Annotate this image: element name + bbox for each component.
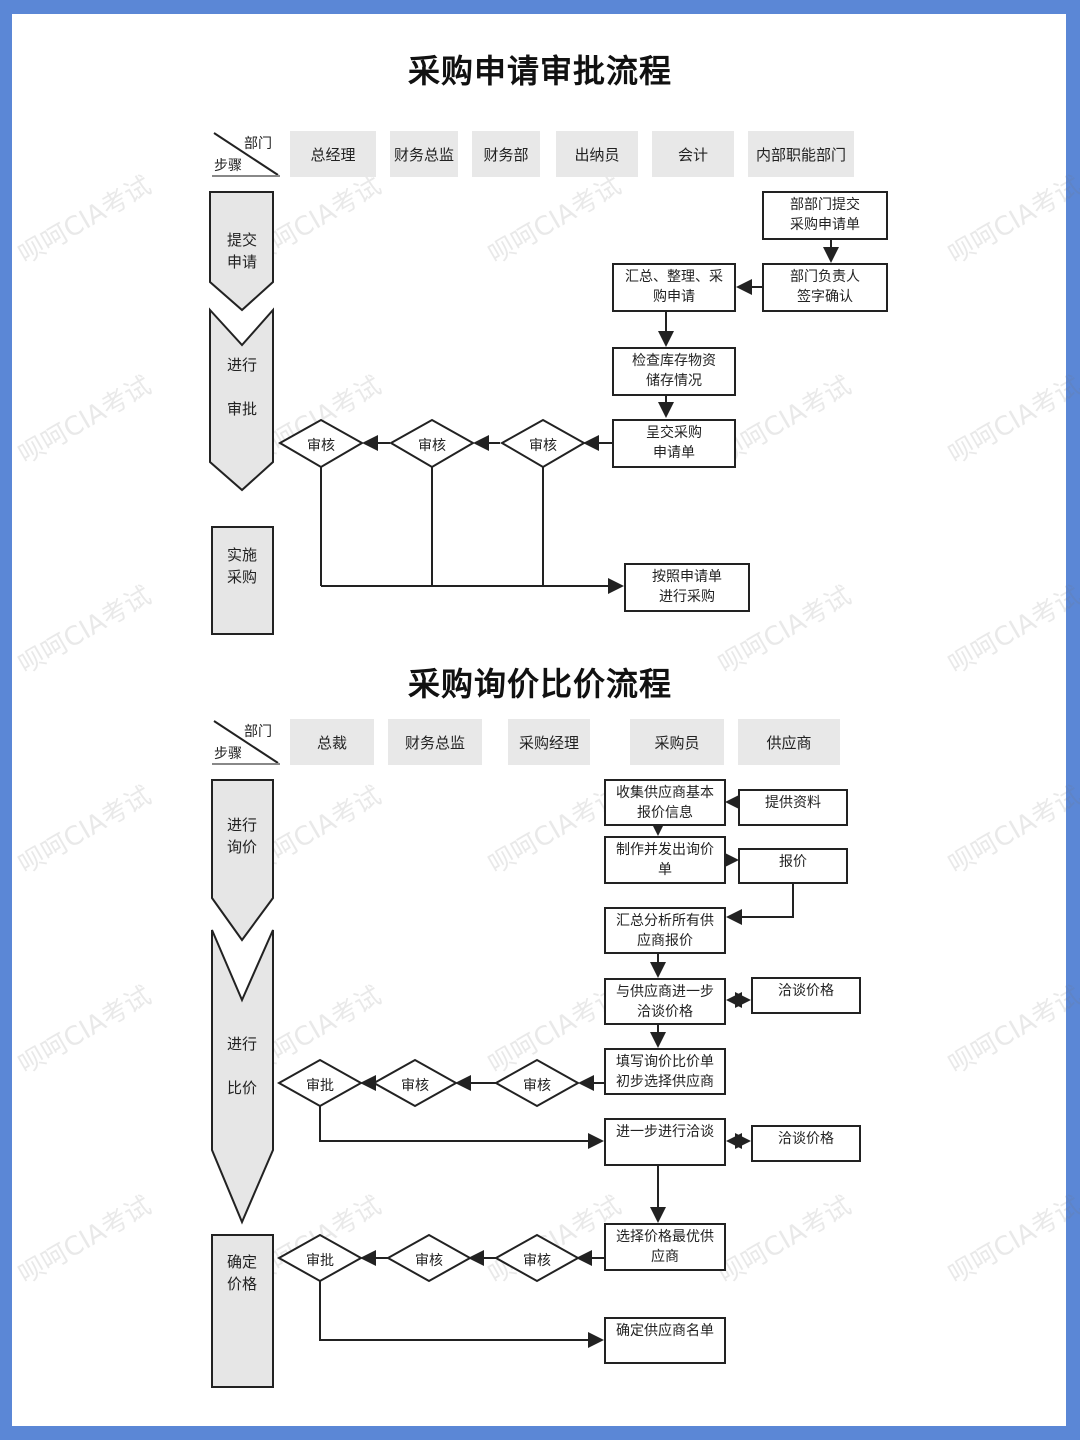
box-select-best-supplier: 选择价格最优供 应商 — [604, 1223, 726, 1271]
diagram1-corner-header: 部门 步骤 — [212, 131, 280, 177]
stage-implement-purchase: 实施 采购 — [226, 546, 257, 586]
corner-dept-label: 部门 — [244, 136, 272, 152]
box-analyze-quotes: 汇总分析所有供 应商报价 — [604, 907, 726, 954]
box-negotiate-price-1: 洽谈价格 — [751, 977, 861, 1014]
column-header-purchaser: 采购员 — [630, 719, 724, 765]
column-header-accountant: 会计 — [652, 131, 734, 177]
column-header-finance-director: 财务总监 — [388, 719, 482, 765]
diamond-approve-president: 审批 — [306, 1253, 334, 1269]
stage-inquiry: 进行 询价 — [226, 816, 257, 856]
box-further-negotiation: 进一步进行洽谈 — [604, 1118, 726, 1166]
column-header-finance-director: 财务总监 — [390, 131, 458, 177]
column-header-cashier: 出纳员 — [556, 131, 638, 177]
box-confirm-supplier-list: 确定供应商名单 — [604, 1317, 726, 1364]
box-quote: 报价 — [738, 848, 848, 884]
diamond-review-general-manager: 审核 — [307, 438, 335, 454]
box-purchase-by-request: 按照申请单 进行采购 — [624, 563, 750, 612]
box-collect-supplier-quotes: 收集供应商基本 报价信息 — [604, 779, 726, 826]
diagram2-title: 采购询价比价流程 — [407, 665, 672, 703]
diamond-review-finance-director: 审核 — [415, 1253, 443, 1269]
stage-submit-application: 提交 申请 — [226, 231, 257, 271]
column-header-internal-dept: 内部职能部门 — [748, 131, 854, 177]
box-summarize-requests: 汇总、整理、采 购申请 — [612, 263, 736, 312]
corner-dept-label: 部门 — [244, 724, 272, 740]
stage-approval: 进行 审批 — [226, 356, 257, 418]
column-header-general-manager: 总经理 — [290, 131, 376, 177]
diagram1-title: 采购申请审批流程 — [407, 52, 672, 90]
column-header-purchasing-manager: 采购经理 — [508, 719, 590, 765]
box-negotiate-price-2: 洽谈价格 — [751, 1125, 861, 1162]
diamond-review-purchasing-manager: 审核 — [523, 1078, 551, 1094]
column-header-supplier: 供应商 — [738, 719, 840, 765]
diamond-review-finance-director: 审核 — [418, 438, 446, 454]
corner-step-label: 步骤 — [214, 158, 242, 174]
box-dept-submit-request: 部部门提交 采购申请单 — [762, 191, 888, 240]
diamond-review-finance-dept: 审核 — [529, 438, 557, 454]
stage-comparison: 进行 比价 — [226, 1035, 257, 1097]
corner-divider — [212, 720, 280, 765]
box-provide-materials: 提供资料 — [738, 789, 848, 826]
stage-confirm-price: 确定 价格 — [226, 1253, 257, 1293]
box-check-inventory: 检查库存物资 储存情况 — [612, 347, 736, 396]
box-present-request: 呈交采购 申请单 — [612, 419, 736, 468]
diamond-review-purchasing-manager: 审核 — [523, 1253, 551, 1269]
box-send-inquiry: 制作并发出询价 单 — [604, 836, 726, 884]
diagram2-corner-header: 部门 步骤 — [212, 719, 280, 765]
corner-divider — [212, 132, 280, 177]
diamond-review-finance-director: 审核 — [401, 1078, 429, 1094]
box-dept-head-sign: 部门负责人 签字确认 — [762, 263, 888, 312]
column-header-president: 总裁 — [290, 719, 374, 765]
box-further-negotiate-supplier: 与供应商进一步 洽谈价格 — [604, 978, 726, 1025]
column-header-finance-dept: 财务部 — [472, 131, 540, 177]
box-fill-comparison-sheet: 填写询价比价单 初步选择供应商 — [604, 1048, 726, 1095]
corner-step-label: 步骤 — [214, 746, 242, 762]
diamond-approve-president: 审批 — [306, 1078, 334, 1094]
